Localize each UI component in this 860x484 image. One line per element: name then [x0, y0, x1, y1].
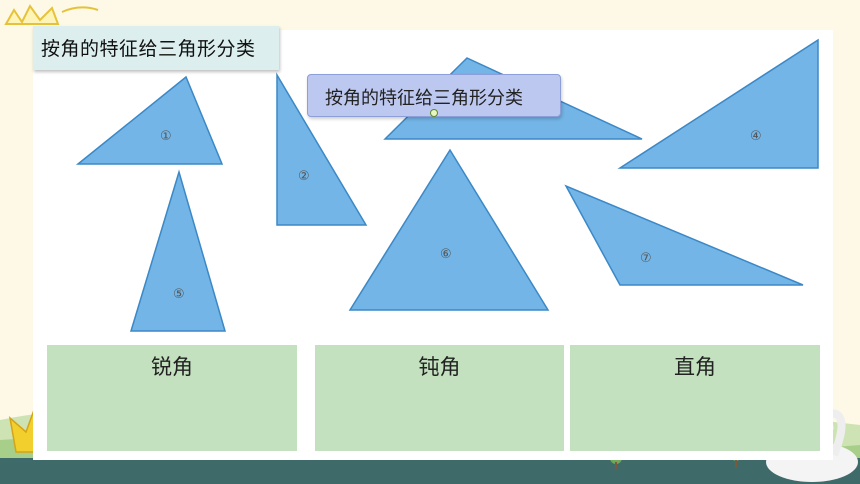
page-title: 按角的特征给三角形分类: [41, 38, 256, 60]
triangle-2-number: ②: [298, 169, 310, 184]
tooltip-text: 按角的特征给三角形分类: [325, 88, 523, 109]
triangle-5-number: ⑤: [173, 287, 185, 302]
triangle-6-number: ⑥: [440, 247, 452, 262]
category-label-acute: 锐角: [151, 355, 193, 379]
triangle-1[interactable]: ①: [75, 75, 224, 165]
category-box-obtuse[interactable]: 钝角: [315, 345, 564, 451]
cursor-handle-icon: [430, 109, 438, 117]
category-box-right[interactable]: 直角: [570, 345, 820, 451]
triangle-6[interactable]: ⑥: [348, 148, 550, 311]
category-label-obtuse: 钝角: [418, 355, 461, 379]
triangle-4-number: ④: [750, 129, 762, 144]
triangle-5[interactable]: ⑤: [129, 169, 226, 332]
tooltip: 按角的特征给三角形分类: [307, 74, 561, 117]
category-box-acute[interactable]: 锐角: [47, 345, 297, 451]
crown-doodle-icon: [4, 4, 99, 25]
triangle-7[interactable]: ⑦: [564, 184, 804, 286]
title-banner: 按角的特征给三角形分类: [33, 26, 279, 70]
triangle-4[interactable]: ④: [617, 38, 819, 169]
category-label-right: 直角: [674, 355, 716, 379]
triangle-1-number: ①: [160, 129, 172, 144]
triangle-2[interactable]: ②: [276, 72, 368, 226]
triangle-7-number: ⑦: [640, 251, 652, 266]
